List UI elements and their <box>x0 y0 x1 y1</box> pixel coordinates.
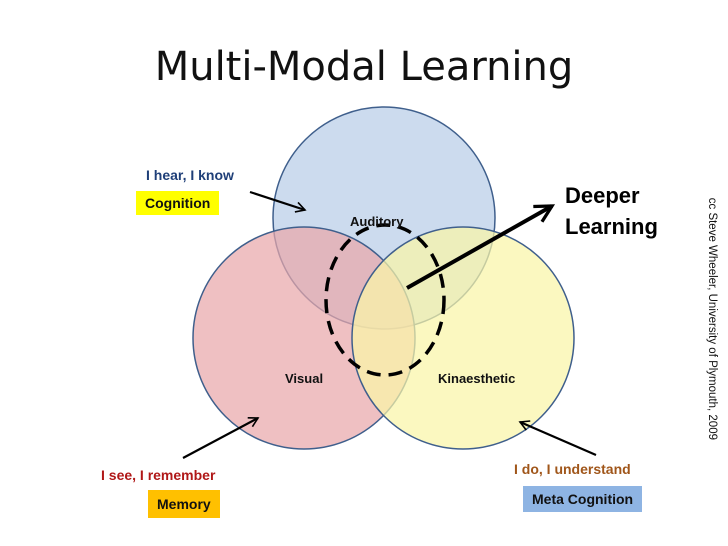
hear-arrow <box>249 190 307 213</box>
do-text: I do, I understand <box>514 461 631 477</box>
see-text: I see, I remember <box>101 467 216 483</box>
kinaesthetic-circle <box>351 226 575 450</box>
do-arrow <box>518 420 597 457</box>
meta-cognition-badge: Meta Cognition <box>523 486 643 512</box>
deeper-arrow <box>406 204 552 290</box>
deeper-learning-label: Deeper Learning <box>565 180 658 242</box>
cognition-badge: Cognition <box>136 191 220 215</box>
visual-label: Visual <box>285 371 324 386</box>
credit-text: cc Steve Wheeler, University of Plymouth… <box>706 197 718 440</box>
auditory-label: Auditory <box>350 214 404 229</box>
deeper-line-1: Deeper <box>565 183 640 208</box>
diagram-title: Multi-Modal Learning <box>154 44 574 90</box>
see-arrow <box>182 417 260 459</box>
hear-text: I hear, I know <box>146 167 234 183</box>
deeper-learning-dashed-circle <box>324 223 446 377</box>
venn-circles <box>192 106 575 450</box>
memory-badge: Memory <box>148 490 220 518</box>
deeper-line-2: Learning <box>565 214 658 239</box>
kinaesthetic-label: Kinaesthetic <box>438 371 516 386</box>
